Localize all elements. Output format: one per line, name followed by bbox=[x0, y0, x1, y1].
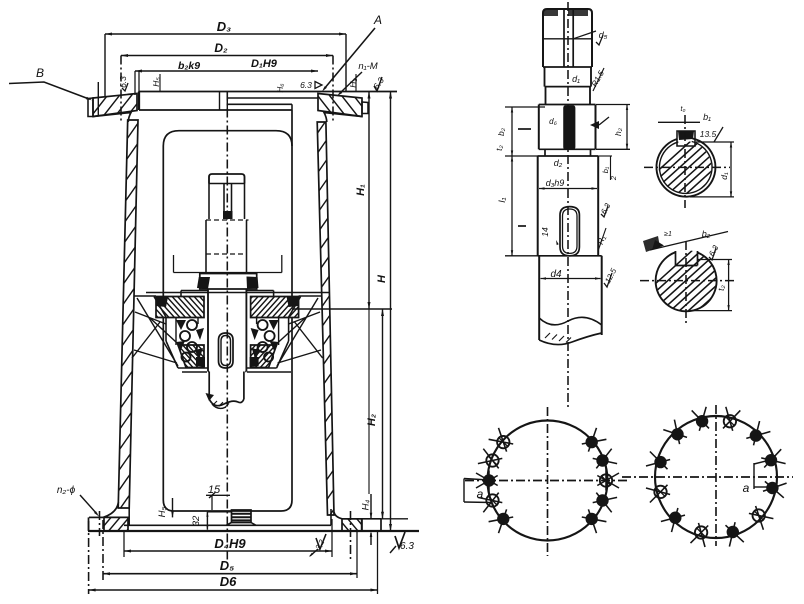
svg-text:2: 2 bbox=[609, 175, 618, 181]
svg-text:H₁: H₁ bbox=[355, 184, 367, 196]
svg-text:b₁: b₁ bbox=[601, 166, 610, 173]
svg-text:D6: D6 bbox=[220, 574, 237, 589]
svg-text:n₂-ϕ: n₂-ϕ bbox=[57, 485, 76, 496]
svg-text:D₅: D₅ bbox=[220, 558, 235, 573]
svg-text:H₄: H₄ bbox=[361, 499, 372, 510]
svg-text:H₅: H₅ bbox=[151, 77, 161, 87]
svg-text:B: B bbox=[36, 66, 44, 80]
svg-text:b₁: b₁ bbox=[703, 112, 711, 122]
svg-text:15: 15 bbox=[208, 484, 221, 496]
svg-text:t₀: t₀ bbox=[681, 106, 686, 113]
svg-text:l₁: l₁ bbox=[497, 197, 508, 202]
svg-text:d₂: d₂ bbox=[554, 158, 563, 168]
svg-text:d4: d4 bbox=[550, 269, 562, 280]
svg-text:D₄H9: D₄H9 bbox=[214, 536, 246, 551]
svg-text:a: a bbox=[743, 481, 750, 495]
svg-text:d₁: d₁ bbox=[572, 74, 580, 84]
svg-text:a: a bbox=[477, 487, 484, 501]
svg-text:H₃: H₃ bbox=[348, 78, 358, 88]
svg-text:d₆: d₆ bbox=[549, 117, 557, 126]
svg-text:b₂k9: b₂k9 bbox=[178, 60, 200, 72]
svg-text:h₂: h₂ bbox=[613, 127, 623, 136]
svg-text:d₁: d₁ bbox=[719, 172, 729, 180]
svg-text:t₂: t₂ bbox=[494, 144, 504, 150]
svg-text:6.3: 6.3 bbox=[300, 80, 312, 90]
svg-text:n₁-M: n₁-M bbox=[358, 61, 377, 72]
svg-text:D₃: D₃ bbox=[217, 19, 231, 34]
svg-text:6.3: 6.3 bbox=[118, 76, 128, 88]
svg-text:H₂: H₂ bbox=[366, 414, 378, 426]
svg-text:d₃h9: d₃h9 bbox=[546, 178, 565, 188]
svg-text:H: H bbox=[376, 274, 388, 283]
svg-text:D₂: D₂ bbox=[214, 41, 228, 55]
svg-text:b₂: b₂ bbox=[496, 127, 506, 136]
svg-text:H₅: H₅ bbox=[157, 506, 168, 517]
svg-text:D₁H9: D₁H9 bbox=[251, 58, 278, 70]
svg-text:H₆: H₆ bbox=[276, 83, 285, 93]
svg-text:b₂: b₂ bbox=[702, 229, 711, 239]
svg-text:6.3: 6.3 bbox=[400, 541, 414, 552]
svg-text:13.5: 13.5 bbox=[700, 129, 717, 139]
svg-text:d₅: d₅ bbox=[599, 30, 608, 40]
svg-text:A: A bbox=[373, 13, 382, 27]
svg-text:t₂: t₂ bbox=[716, 284, 726, 290]
svg-text:≥1: ≥1 bbox=[664, 231, 672, 238]
svg-text:R₁: R₁ bbox=[595, 234, 608, 246]
svg-text:14: 14 bbox=[540, 227, 550, 237]
svg-text:32: 32 bbox=[191, 515, 202, 526]
